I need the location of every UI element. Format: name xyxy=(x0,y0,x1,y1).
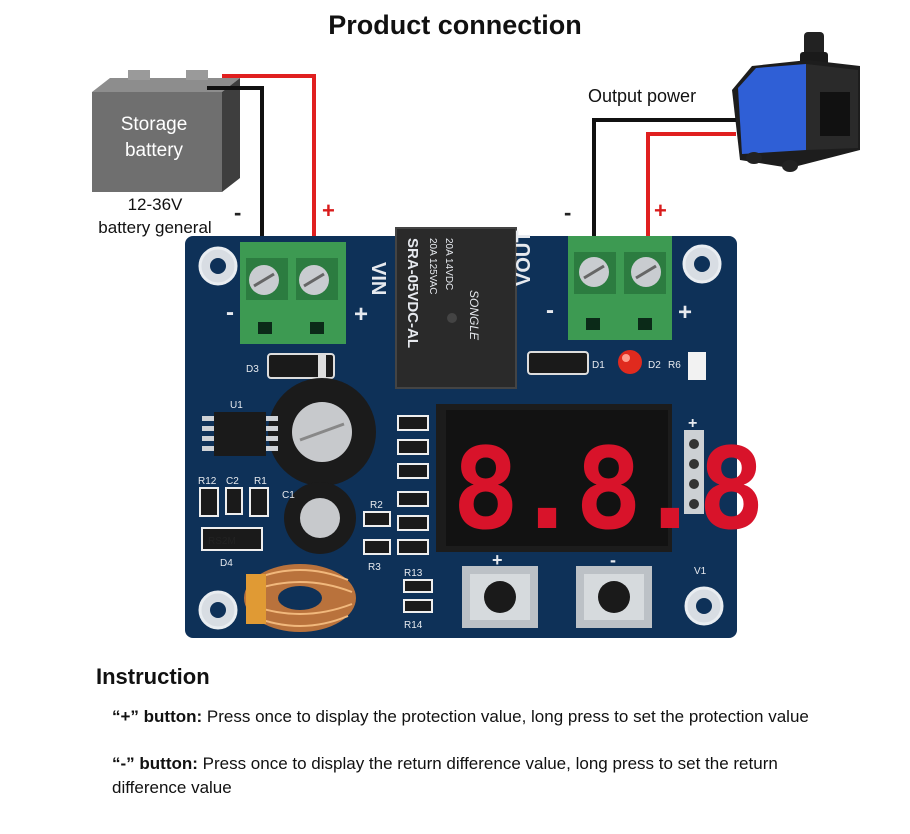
vout-terminal-block xyxy=(568,236,672,340)
resistor-r1 xyxy=(249,487,269,517)
resistor-r14 xyxy=(403,599,433,613)
label-u1: U1 xyxy=(230,400,243,411)
vout-plus-mark: + xyxy=(678,299,692,326)
battery-red-wire xyxy=(222,74,316,240)
resistor-r12 xyxy=(199,487,219,517)
label-r2: R2 xyxy=(370,500,383,511)
instruction-title: Instruction xyxy=(96,664,210,689)
header-plus-mark: + xyxy=(688,415,697,432)
vin-terminal-block xyxy=(240,242,346,344)
resistor-r3 xyxy=(363,539,391,555)
btn-minus-mark: - xyxy=(610,550,616,570)
resistor-r13 xyxy=(403,579,433,593)
btn-plus-mark: + xyxy=(492,550,503,570)
relay-model: SRA-05VDC-AL xyxy=(404,238,421,348)
plus-button xyxy=(462,566,538,628)
label-d4: D4 xyxy=(220,558,233,569)
diode-d1 xyxy=(527,351,589,375)
page-title: Product connection xyxy=(328,10,582,40)
label-c2: C2 xyxy=(226,476,239,487)
output-red-wire xyxy=(646,132,736,240)
instruction-text: Press once to display the protection val… xyxy=(202,707,809,726)
instruction-item: “+” button: Press once to display the pr… xyxy=(112,705,812,729)
inductor-coil xyxy=(244,564,356,632)
label-r12: R12 xyxy=(198,476,217,487)
resistor-r2 xyxy=(363,511,391,527)
battery-black-wire xyxy=(207,86,264,240)
pcb-board xyxy=(185,227,737,638)
vout-label: VOUT xyxy=(513,230,535,286)
battery-label-line1: Storage xyxy=(120,114,188,135)
battery-voltage-label: 12-36V battery general xyxy=(70,193,240,239)
output-minus-label: - xyxy=(564,200,572,225)
label-r14: R14 xyxy=(404,620,423,631)
vin-label: VIN xyxy=(367,262,389,295)
relay xyxy=(395,227,517,389)
battery-label-line2: battery xyxy=(124,140,184,161)
capacitor-small xyxy=(284,482,356,554)
header-pins xyxy=(684,430,704,514)
battery-label: Storage battery xyxy=(92,112,216,164)
vin-plus-mark: + xyxy=(354,301,368,328)
water-pump xyxy=(732,32,860,172)
relay-rating-ac: 20A 125VAC xyxy=(427,238,438,295)
battery-voltage-line2: battery general xyxy=(98,218,212,237)
label-r1: R1 xyxy=(254,476,267,487)
capacitor-large xyxy=(268,378,376,486)
relay-rating-dc: 20A 14VDC xyxy=(443,238,454,290)
capacitor-c2 xyxy=(225,487,243,515)
label-d1: D1 xyxy=(592,360,605,371)
label-r3: R3 xyxy=(368,562,381,573)
display-digits: 8.8.8 xyxy=(452,425,759,555)
led-d2 xyxy=(618,350,642,374)
instruction-key: “-” button: xyxy=(112,754,198,773)
storage-battery xyxy=(92,70,240,192)
label-r6: R6 xyxy=(668,360,681,371)
output-power-label: Output power xyxy=(588,86,697,106)
minus-button xyxy=(576,566,652,628)
label-r13: R13 xyxy=(404,568,423,579)
vin-minus-mark: - xyxy=(226,299,234,326)
diode-d3 xyxy=(267,353,335,379)
relay-brand: SONGLE xyxy=(467,290,481,341)
instruction-item: “-” button: Press once to display the re… xyxy=(112,752,812,800)
resistor-r6 xyxy=(688,352,706,380)
instruction-key: “+” button: xyxy=(112,707,203,726)
label-v1: V1 xyxy=(694,566,707,577)
label-rs2m: RS2M xyxy=(208,536,236,547)
battery-voltage-line1: 12-36V xyxy=(127,195,183,214)
battery-minus-label: - xyxy=(234,200,242,225)
vout-minus-mark: - xyxy=(546,297,554,324)
label-c1: C1 xyxy=(282,490,295,501)
instruction-text: Press once to display the return differe… xyxy=(112,754,778,797)
output-black-wire xyxy=(592,118,736,240)
label-d2: D2 xyxy=(648,360,661,371)
chip-u1 xyxy=(202,412,278,456)
label-d3: D3 xyxy=(246,364,259,375)
seven-segment-display xyxy=(436,404,672,552)
output-plus-label: + xyxy=(654,198,667,223)
resistor-rs2m xyxy=(201,527,263,551)
battery-plus-label: + xyxy=(322,198,335,223)
